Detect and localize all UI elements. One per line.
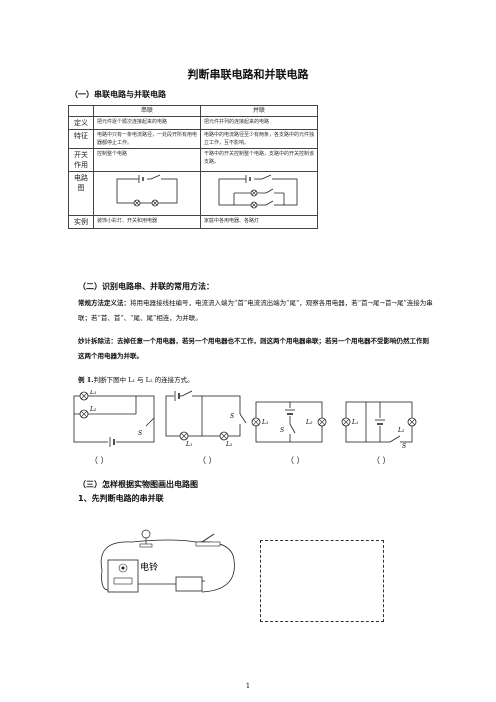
table-row: 开关作用 控制整个电路 干路中的开关控制整个电路，支路中的开关控制该支路。 [68, 148, 318, 172]
example-circuit-4: L₁ L₂ S [341, 401, 417, 450]
row-label: 定义 [68, 116, 94, 130]
row-label: 开关作用 [68, 148, 94, 172]
circuit1-l2-label: L₂ [89, 406, 97, 413]
table-row: 定义 把元件逐个顺次连接起来的电路 把元件并列的连接起来的电路 [68, 116, 318, 130]
method-definition-body: 将用电器接线柱编号，电流流入端为“首”电流流出端为“尾”，观察各用电器，若“首→… [78, 299, 433, 322]
section-subheading: 1、先判断电路的串并联 [78, 494, 164, 503]
answer-drawing-box[interactable] [260, 540, 384, 622]
series-circuit-diagram [116, 174, 178, 207]
example-label: 例 1. [78, 376, 94, 384]
table-row: 实例 装饰小彩灯、开关和用电器 家庭中各用电器、各路灯 [68, 215, 318, 229]
table-row: 电路图 [68, 171, 318, 216]
method-definition-heading: 常规方法定义法： [78, 299, 130, 307]
table-row: 特征 电路中只有一条电流路径，一处段开所有用电器都停止工作。 电路中的电流路径至… [68, 129, 318, 149]
method-removal: 妙计拆除法：去掉任意一个用电器，若另一个用电器也不工作，则这两个用电器串联；若另… [78, 337, 429, 360]
physical-circuit-drawing: 电铃 [100, 529, 235, 593]
cell-parallel-diagram [200, 171, 318, 216]
parallel-circuit-diagram [218, 174, 298, 209]
circuit4-s-label: S [402, 443, 406, 450]
bell-label: 电铃 [140, 561, 158, 573]
circuit3-l2-label: L₂ [305, 419, 313, 426]
example-circuit-1: L₁ L₂ S [73, 390, 155, 447]
circuit1-l1-label: L₁ [89, 390, 96, 396]
cell-series: 装饰小彩灯、开关和用电器 [93, 215, 201, 229]
method-definition: 常规方法定义法：将用电器接线柱编号，电流流入端为“首”电流流出端为“尾”，观察各… [78, 296, 434, 326]
row-label: 实例 [68, 215, 94, 229]
lamp-icon [139, 529, 153, 548]
switch-icon [195, 533, 221, 547]
page-title: 判断串联电路和并联电路 [187, 68, 309, 81]
comparison-table: 串联 并联 定义 把元件逐个顺次连接起来的电路 把元件并列的连接起来的电路 特征… [68, 105, 318, 229]
cell-series-diagram [93, 171, 201, 216]
cell-series: 控制整个电路 [93, 148, 201, 172]
circuit1-s-label: S [138, 430, 142, 437]
cell-parallel: 电路中的电流路径至少有两条，各支路中的元件独立工作，互不影响。 [200, 129, 318, 149]
circuit4-l2-label: L₂ [397, 427, 405, 434]
cell-parallel: 把元件并列的连接起来的电路 [200, 116, 318, 130]
row-label: 电路图 [68, 171, 94, 216]
header-parallel: 并联 [200, 105, 318, 117]
example-circuit-3: L₁ L₂ S [251, 401, 327, 443]
row-label: 特征 [68, 129, 94, 149]
circuit2-l1-label: L₁ [185, 441, 192, 448]
cell-series: 把元件逐个顺次连接起来的电路 [93, 116, 201, 130]
section-heading-2: （二）识别电路串、并联的常用方法： [78, 282, 214, 291]
answer-blank-3[interactable]: （ ） [286, 456, 305, 465]
example-1: 例 1.判断下图中 L₁ 与 L₂ 的连接方式。 [78, 373, 434, 388]
table-corner [68, 105, 94, 117]
circuit3-s-label: S [280, 427, 284, 434]
circuit2-l2-label: L₂ [225, 441, 233, 448]
bell-box-icon [107, 559, 139, 593]
answer-blank-4[interactable]: （ ） [372, 456, 391, 465]
section-heading-1: （一）串联电路与并联电路 [70, 90, 166, 99]
table-header-row: 串联 并联 [68, 105, 318, 117]
circuit3-l1-label: L₁ [261, 419, 268, 426]
circuit2-s-label: S [230, 413, 234, 420]
answer-blank-2[interactable]: （ ） [198, 456, 217, 465]
example-text: 判断下图中 L₁ 与 L₂ 的连接方式。 [93, 376, 194, 384]
answer-blank-1[interactable]: （ ） [90, 456, 109, 465]
header-series: 串联 [93, 105, 201, 117]
cell-parallel: 家庭中各用电器、各路灯 [200, 215, 318, 229]
page-number: 1 [245, 682, 251, 690]
circuit4-l1-label: L₁ [351, 419, 358, 426]
section-heading-3: （三）怎样根据实物图画出电路图 [78, 480, 198, 489]
cell-parallel: 干路中的开关控制整个电路，支路中的开关控制该支路。 [200, 148, 318, 172]
battery-icon [175, 576, 205, 592]
example-circuit-2: L₁ L₂ S [165, 390, 247, 448]
cell-series: 电路中只有一条电流路径，一处段开所有用电器都停止工作。 [93, 129, 201, 149]
